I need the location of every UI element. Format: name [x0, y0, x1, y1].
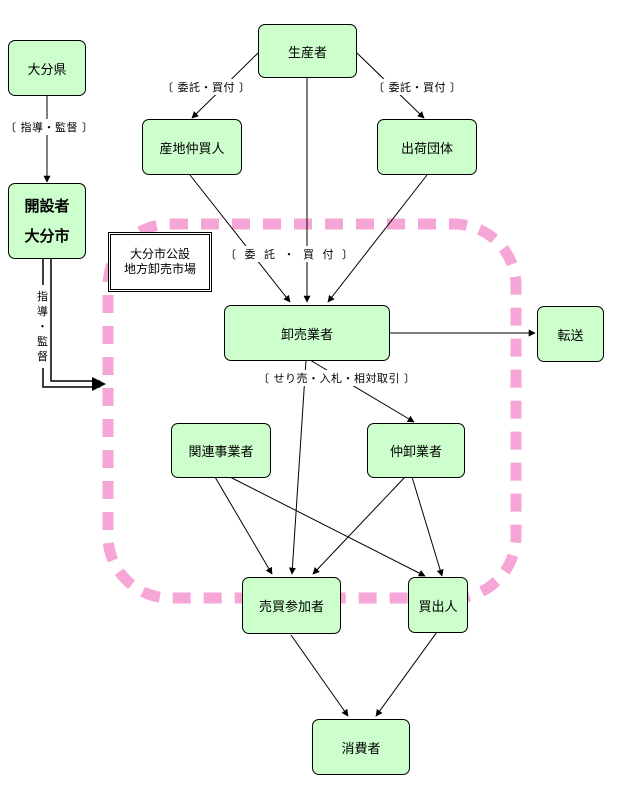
edge-founder-arrowhead: [92, 377, 106, 391]
edge-label-consign-center: 〔 委 託 ・ 買 付 〕: [225, 246, 354, 262]
node-transfer: 転送: [537, 306, 604, 362]
edge-shipping-to-wholesaler: [327, 174, 428, 303]
node-related-business: 関連事業者: [171, 423, 271, 478]
node-local-broker: 産地仲買人: [142, 119, 242, 175]
vertical-guidance-char-3: ・: [37, 320, 48, 333]
node-wholesaler: 卸売業者: [224, 305, 390, 361]
edge-founder-to-market: [42, 258, 100, 388]
edge-participant-to-consumer: [290, 634, 349, 717]
edge-related-to-buyer: [229, 476, 426, 577]
edge-label-guidance-supervision: 〔 指導・監督 〕: [5, 119, 94, 135]
founder-name: 大分市: [24, 227, 70, 245]
market-name-label: 大分市公設 地方卸売市場: [108, 232, 212, 292]
node-oita-prefecture: 大分県: [8, 40, 86, 96]
founder-title: 開設者: [24, 197, 70, 215]
node-intermediate-wholesaler: 仲卸業者: [367, 423, 465, 478]
vertical-guidance-char-5: 督: [37, 350, 48, 363]
vertical-guidance-char-4: 監: [37, 335, 48, 348]
edge-label-consign-left: 〔 委託・買付 〕: [162, 79, 251, 95]
node-producer: 生産者: [258, 24, 357, 78]
edge-label-auction-methods: 〔 せり売・入札・相対取引 〕: [258, 370, 416, 386]
node-shipping-group: 出荷団体: [377, 119, 477, 175]
edge-broker-to-wholesaler: [189, 174, 291, 303]
edge-intermediate-to-buyer: [411, 476, 444, 577]
node-consumer: 消費者: [312, 719, 410, 775]
edge-wholesaler-to-participant: [288, 359, 307, 575]
market-name-line1: 大分市公設: [129, 247, 190, 261]
edge-buyer-to-consumer: [375, 631, 438, 717]
node-trading-participant: 売買参加者: [242, 577, 341, 634]
edge-intermediate-to-participant: [312, 476, 406, 575]
vertical-guidance-char-2: 導: [37, 305, 48, 318]
market-name-line2: 地方卸売市場: [123, 262, 196, 276]
node-founder: 開設者 大分市: [8, 183, 86, 259]
edge-label-vertical-guidance: 指 導 ・ 監 督: [35, 285, 50, 368]
vertical-guidance-char-1: 指: [37, 290, 48, 303]
edge-related-to-participant: [214, 476, 273, 575]
node-buyer: 買出人: [408, 577, 468, 633]
edge-label-consign-right: 〔 委託・買付 〕: [373, 79, 462, 95]
